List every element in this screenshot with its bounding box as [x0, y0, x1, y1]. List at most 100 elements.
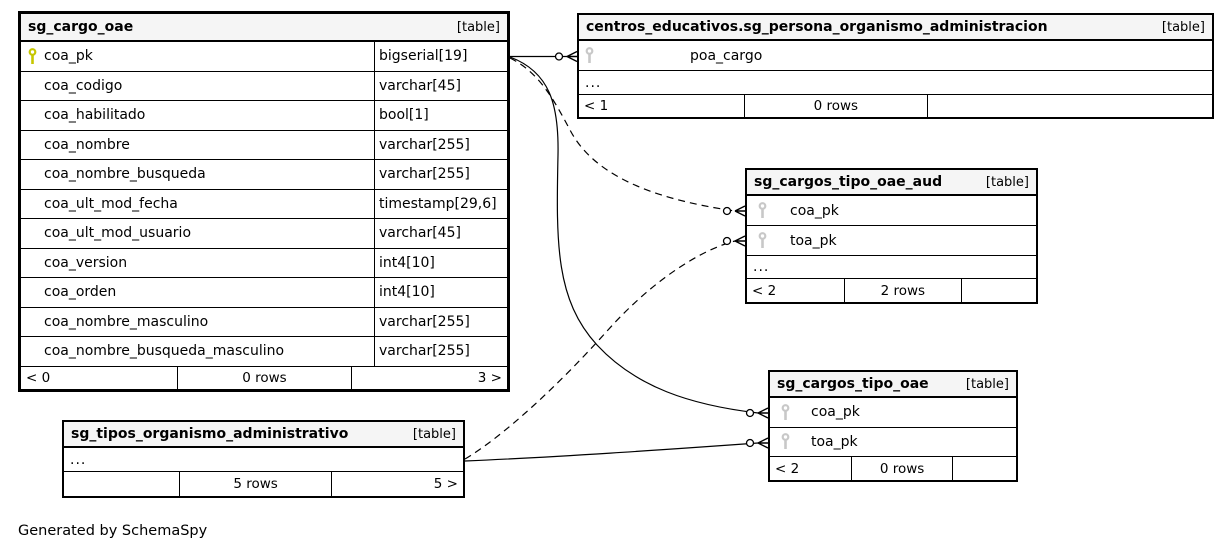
foreign-key-icon [584, 47, 595, 64]
table-header[interactable]: sg_cargos_tipo_oae_aud [table] [747, 170, 1036, 196]
column-row: coa_codigo varchar[45] [21, 71, 507, 101]
foreign-key-icon [757, 202, 768, 219]
table-tag: [table] [985, 174, 1029, 190]
column-type: varchar[255] [374, 307, 507, 336]
column-name: coa_nombre_masculino [44, 313, 209, 330]
table-name[interactable]: sg_cargo_oae [28, 19, 134, 35]
column-row: coa_nombre_busqueda_masculino varchar[25… [21, 337, 507, 367]
column-type: timestamp[29,6] [374, 189, 507, 218]
table-footer: 5 rows 5 > [64, 472, 463, 496]
more-columns-row: ... [747, 256, 1036, 279]
relationship-line [464, 442, 759, 462]
table-sg-tipos-organismo-administrativo: sg_tipos_organismo_administrativo [table… [62, 420, 465, 498]
column-name: coa_orden [44, 284, 117, 301]
table-header[interactable]: sg_cargos_tipo_oae [table] [770, 372, 1016, 398]
column-type: bool[1] [374, 101, 507, 130]
column-type: varchar[45] [374, 71, 507, 100]
column-row: toa_pk [770, 428, 1016, 457]
more-columns-row: ... [64, 448, 463, 472]
zero-one-circle-icon [722, 206, 732, 216]
column-name: coa_habilitado [44, 107, 146, 124]
footer-parents: < 2 [752, 282, 777, 299]
footer-children [952, 457, 1016, 480]
primary-key-icon [27, 47, 38, 65]
footer-children [927, 95, 1212, 117]
table-footer: < 2 2 rows [747, 279, 1036, 302]
column-row: coa_nombre_busqueda varchar[255] [21, 160, 507, 190]
column-row: coa_ult_mod_usuario varchar[45] [21, 219, 507, 249]
table-footer: < 1 0 rows [579, 95, 1212, 117]
column-name: coa_ult_mod_fecha [44, 195, 178, 212]
table-name[interactable]: sg_tipos_organismo_administrativo [71, 426, 349, 442]
table-sg-cargos-tipo-oae-aud: sg_cargos_tipo_oae_aud [table] coa_pk to… [745, 168, 1038, 304]
zero-one-circle-icon [554, 52, 564, 61]
column-type: varchar[255] [374, 160, 507, 189]
column-name: coa_nombre_busqueda [44, 166, 206, 183]
table-header[interactable]: centros_educativos.sg_persona_organismo_… [579, 15, 1212, 41]
column-name: toa_pk [790, 232, 837, 249]
table-sg-cargos-tipo-oae: sg_cargos_tipo_oae [table] coa_pk toa_pk [768, 370, 1018, 482]
foreign-key-icon [780, 403, 791, 421]
column-name: coa_version [44, 254, 128, 271]
column-row: coa_pk [770, 398, 1016, 428]
table-header[interactable]: sg_cargo_oae [table] [21, 14, 507, 42]
crows-foot-icon [566, 50, 578, 63]
generator-credit: Generated by SchemaSpy [18, 523, 208, 539]
column-type: bigserial[19] [374, 42, 507, 71]
crows-foot-icon [734, 205, 746, 217]
column-row: coa_ult_mod_fecha timestamp[29,6] [21, 189, 507, 219]
footer-rowcount: 0 rows [851, 457, 952, 480]
footer-parents [64, 472, 179, 496]
relationship-tipos-to-tipo-toa-pk [464, 437, 769, 462]
crows-foot-icon [734, 235, 746, 247]
column-type: varchar[45] [374, 219, 507, 248]
column-row: coa_nombre_masculino varchar[255] [21, 307, 507, 337]
column-row: coa_nombre varchar[255] [21, 130, 507, 160]
column-name: coa_pk [44, 48, 93, 65]
table-footer: < 2 0 rows [770, 457, 1016, 480]
column-name: coa_codigo [44, 77, 123, 94]
table-tag: [table] [456, 19, 500, 35]
table-header[interactable]: sg_tipos_organismo_administrativo [table… [64, 422, 463, 448]
column-row: coa_pk bigserial[19] [21, 42, 507, 72]
column-row: poa_cargo [579, 41, 1212, 71]
zero-one-circle-icon [745, 438, 755, 448]
footer-parents: < 1 [584, 98, 609, 114]
relationship-coa-pk-to-poa-cargo [510, 50, 578, 63]
crows-foot-icon [757, 407, 769, 419]
footer-children [960, 279, 1036, 302]
column-type: int4[10] [374, 248, 507, 277]
column-name: poa_cargo [690, 47, 763, 64]
column-row: coa_version int4[10] [21, 248, 507, 278]
zero-one-circle-icon [745, 408, 755, 418]
table-tag: [table] [965, 376, 1009, 392]
more-columns-row: ... [579, 71, 1212, 95]
zero-one-circle-icon [722, 236, 732, 246]
column-name: coa_ult_mod_usuario [44, 225, 192, 242]
column-row: coa_orden int4[10] [21, 278, 507, 308]
table-sg-cargo-oae: sg_cargo_oae [table] coa_pk bigserial[19… [18, 11, 510, 392]
footer-children: 5 > [331, 472, 463, 496]
footer-rowcount: 5 rows [178, 472, 331, 496]
table-tag: [table] [1161, 19, 1205, 35]
column-name: toa_pk [811, 433, 858, 450]
footer-parents: < 0 [26, 369, 51, 386]
foreign-key-icon [757, 232, 768, 249]
column-row: toa_pk [747, 226, 1036, 256]
table-name[interactable]: sg_cargos_tipo_oae_aud [754, 174, 943, 190]
footer-rowcount: 0 rows [176, 366, 352, 389]
column-name: coa_nombre [44, 136, 130, 153]
footer-children: 3 > [351, 366, 507, 389]
table-name[interactable]: centros_educativos.sg_persona_organismo_… [586, 19, 1048, 35]
table-footer: < 0 0 rows 3 > [21, 366, 507, 389]
column-name: coa_nombre_busqueda_masculino [44, 343, 285, 360]
table-sg-persona-organismo-administracion: centros_educativos.sg_persona_organismo_… [577, 13, 1214, 119]
footer-rowcount: 2 rows [843, 279, 961, 302]
column-type: int4[10] [374, 278, 507, 307]
table-name[interactable]: sg_cargos_tipo_oae [777, 376, 929, 392]
column-name: coa_pk [811, 404, 860, 421]
foreign-key-icon [780, 433, 791, 450]
footer-rowcount: 0 rows [743, 95, 928, 117]
footer-parents: < 2 [775, 460, 800, 477]
